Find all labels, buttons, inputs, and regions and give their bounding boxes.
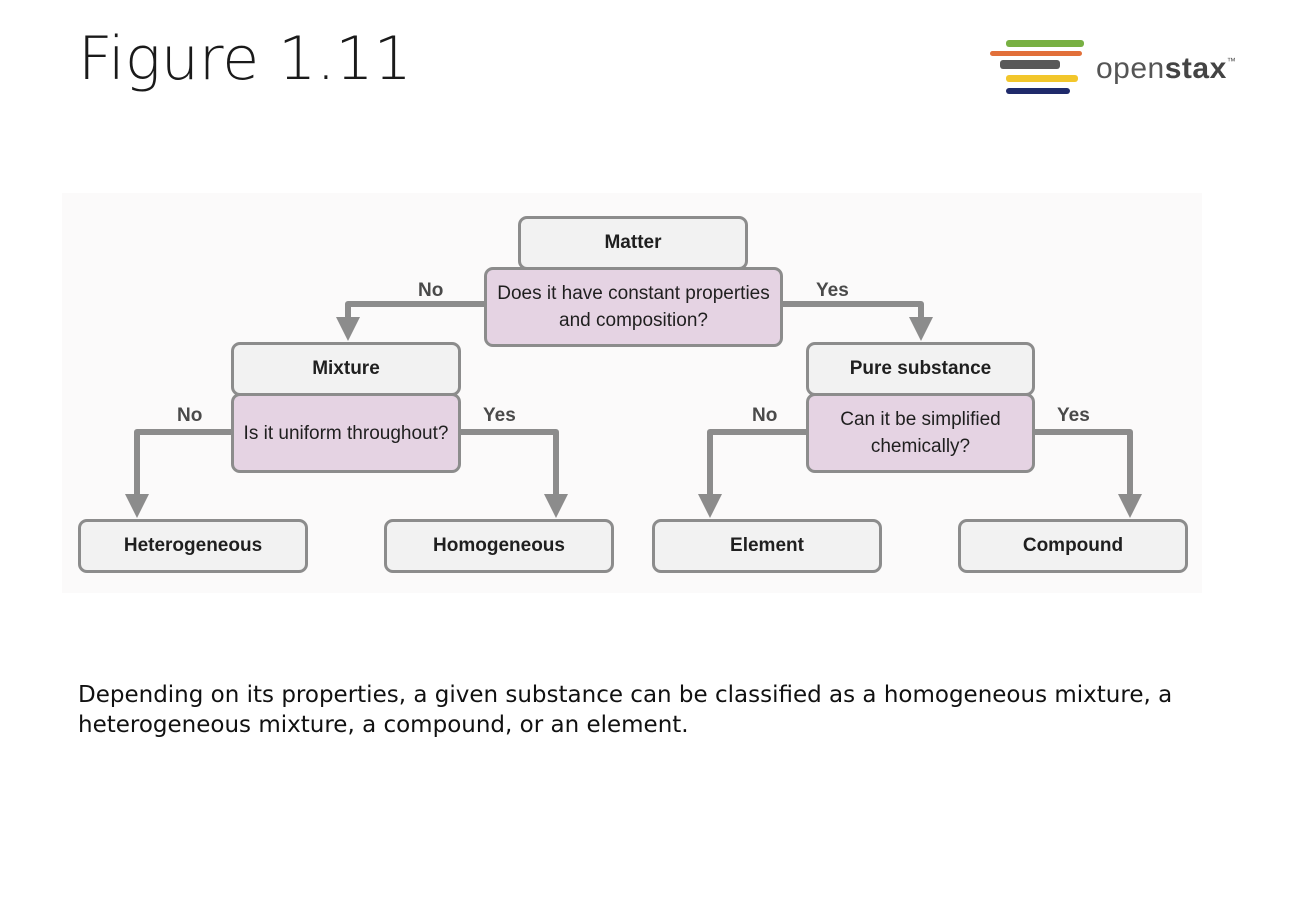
logo-stripe-gray: [1000, 60, 1060, 69]
leaf-element: Element: [652, 519, 882, 573]
logo-stripe-yellow: [1006, 75, 1078, 82]
leaf-heterogeneous: Heterogeneous: [78, 519, 308, 573]
connector-mixture-to-homogeneous: [460, 429, 568, 518]
question-uniform-throughout: Is it uniform throughout?: [231, 393, 461, 473]
node-mixture: Mixture: [231, 342, 461, 396]
figure-caption: Depending on its properties, a given sub…: [78, 682, 1173, 738]
label-yes-root: Yes: [816, 280, 849, 301]
logo-stripe-green: [1006, 40, 1084, 47]
leaf-compound: Compound: [958, 519, 1188, 573]
logo-wordmark: openstax™: [1096, 52, 1237, 85]
leaf-homogeneous: Homogeneous: [384, 519, 614, 573]
question-simplified-chemically: Can it be simplified chemically?: [806, 393, 1035, 473]
question-constant-properties: Does it have constant properties and com…: [484, 267, 783, 347]
connector-mixture-to-heterogeneous: [125, 429, 231, 518]
logo-stripe-orange: [990, 51, 1082, 56]
connector-pure-to-compound: [1034, 429, 1142, 518]
openstax-logo: openstax™: [988, 38, 1248, 104]
label-yes-pure: Yes: [1057, 405, 1090, 426]
node-matter: Matter: [518, 216, 748, 270]
label-no-mixture: No: [177, 405, 203, 426]
connector-matter-to-pure-substance: [783, 301, 933, 341]
label-no-root: No: [418, 280, 444, 301]
label-no-pure: No: [752, 405, 778, 426]
connector-pure-to-element: [698, 429, 806, 518]
slide-title: Figure 1.11: [78, 24, 412, 94]
node-pure-substance: Pure substance: [806, 342, 1035, 396]
connector-matter-to-mixture: [336, 301, 484, 341]
label-yes-mixture: Yes: [483, 405, 516, 426]
logo-stripe-navy: [1006, 88, 1070, 94]
